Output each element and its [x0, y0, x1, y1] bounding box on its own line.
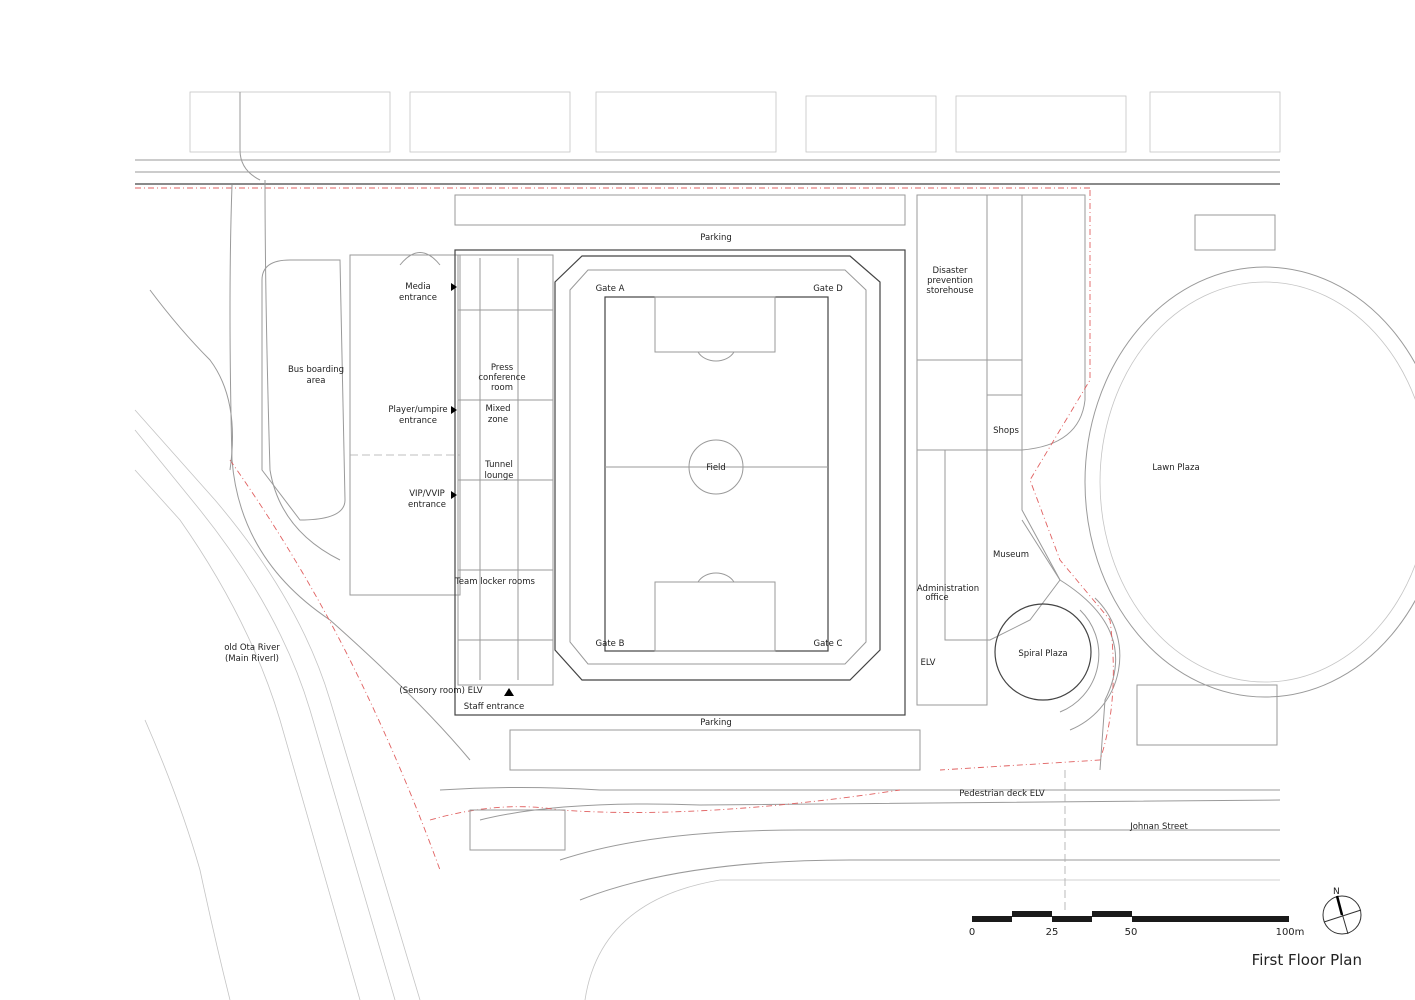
- label-press-3: room: [491, 383, 513, 393]
- label-tunnel-2: lounge: [485, 471, 514, 481]
- label-media-entrance-2: entrance: [399, 293, 437, 303]
- scale-tick-25: 25: [1046, 927, 1059, 938]
- label-staff-entrance: Staff entrance: [464, 702, 524, 712]
- vip-entrance-marker: [451, 491, 457, 499]
- label-admin-1: Administration: [917, 584, 979, 594]
- label-gate-d: Gate D: [813, 284, 843, 294]
- label-vip-2: entrance: [408, 500, 446, 510]
- label-gate-b: Gate B: [596, 639, 625, 649]
- entrance-markers: [451, 283, 514, 696]
- label-bus-2: area: [307, 376, 326, 386]
- label-tunnel-1: Tunnel: [484, 460, 513, 470]
- room-labels: Parking Parking Gate A Gate D Gate B Gat…: [224, 233, 1199, 832]
- scale-tick-50: 50: [1125, 927, 1138, 938]
- label-river-1: old Ota River: [224, 643, 280, 653]
- lawn-plaza: [939, 190, 1415, 771]
- label-sensory-elv: (Sensory room) ELV: [399, 686, 482, 696]
- label-museum: Museum: [993, 550, 1029, 560]
- scale-tick-0: 0: [969, 927, 975, 938]
- label-parking-bottom: Parking: [700, 718, 732, 728]
- label-team-locker: Team locker rooms: [454, 577, 535, 587]
- east-buildings: [916, 194, 1278, 771]
- spiral-plaza: [994, 597, 1121, 731]
- stadium: [454, 194, 921, 771]
- scale-tick-100: 100m: [1276, 927, 1305, 938]
- label-river-2: (Main Riverl): [225, 654, 279, 664]
- label-mixed-2: zone: [488, 415, 508, 425]
- label-lawn-plaza: Lawn Plaza: [1152, 463, 1199, 473]
- bus-boarding-area: [261, 252, 461, 596]
- football-field: [604, 296, 829, 652]
- label-disaster-1: Disaster: [932, 266, 968, 276]
- label-elv: ELV: [921, 658, 936, 668]
- label-press-1: Press: [491, 363, 514, 373]
- label-gate-a: Gate A: [596, 284, 625, 294]
- label-disaster-3: storehouse: [926, 286, 973, 296]
- label-pedestrian-elv: Pedestrian deck ELV: [959, 789, 1045, 799]
- label-media-entrance-1: Media: [405, 282, 431, 292]
- player-entrance-marker: [451, 406, 457, 414]
- city-blocks-top: [189, 91, 1281, 153]
- media-entrance-marker: [451, 283, 457, 291]
- label-johnan-street: Johnan Street: [1129, 822, 1188, 832]
- label-mixed-1: Mixed: [485, 404, 510, 414]
- label-shops: Shops: [993, 426, 1019, 436]
- label-vip-1: VIP/VVIP: [409, 489, 445, 499]
- label-gate-c: Gate C: [814, 639, 843, 649]
- label-press-2: conference: [478, 373, 525, 383]
- label-player-1: Player/umpire: [388, 405, 447, 415]
- north-arrow-icon: N: [1322, 887, 1362, 935]
- river: [134, 289, 441, 1000]
- label-spiral-plaza: Spiral Plaza: [1018, 649, 1067, 659]
- label-admin-2: office: [925, 593, 948, 603]
- label-disaster-2: prevention: [927, 276, 973, 286]
- plan-title: First Floor Plan: [1252, 951, 1362, 969]
- staff-entrance-marker: [504, 688, 514, 696]
- label-bus-1: Bus boarding: [288, 365, 344, 375]
- north-label: N: [1333, 887, 1340, 897]
- label-field: Field: [706, 463, 726, 473]
- label-player-2: entrance: [399, 416, 437, 426]
- label-parking-top: Parking: [700, 233, 732, 243]
- bottom-roads: [429, 770, 1281, 1000]
- scale-bar: 0 25 50 100m: [969, 911, 1305, 938]
- top-road: [135, 92, 1280, 761]
